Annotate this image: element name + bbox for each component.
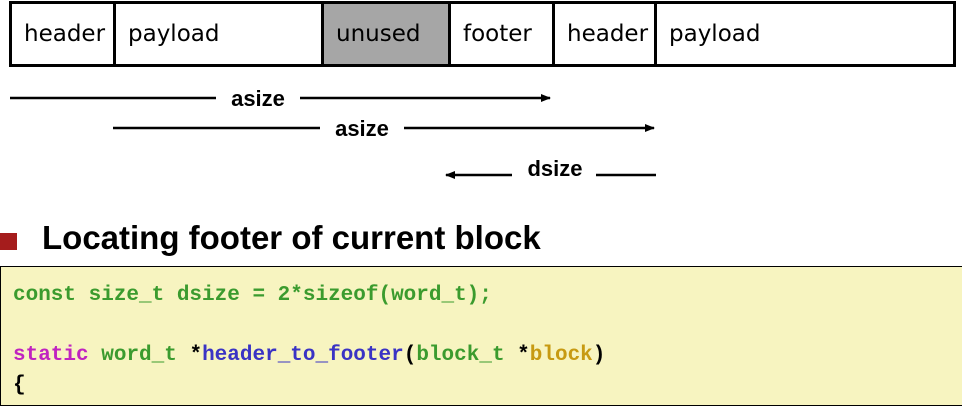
code-line-2 — [13, 311, 962, 341]
code-token: 2*sizeof(word_t); — [277, 284, 492, 307]
memory-block-diagram: header payload unused footer header payl… — [9, 1, 956, 67]
asize-arrow-1: asize — [10, 86, 551, 111]
code-line-3: static word_t *header_to_footer(block_t … — [13, 341, 962, 371]
code-line-1: const size_t dsize = 2*sizeof(word_t); — [13, 281, 962, 311]
bullet-square-icon — [0, 233, 17, 250]
dsize-arrow: dsize — [445, 156, 656, 181]
payload-cell: payload — [116, 4, 324, 64]
footer-cell: footer — [451, 4, 555, 64]
code-token: static — [13, 344, 89, 367]
code-block: const size_t dsize = 2*sizeof(word_t); s… — [0, 266, 962, 406]
asize-label-2: asize — [335, 116, 389, 141]
next-payload-cell: payload — [669, 21, 761, 47]
code-token: { — [13, 374, 26, 397]
unused-cell: unused — [324, 4, 451, 64]
code-token: block — [529, 344, 593, 367]
asize-arrow-2: asize — [113, 116, 655, 141]
code-token — [89, 344, 102, 367]
code-token: ( — [403, 344, 417, 367]
code-token: header_to_footer — [202, 344, 404, 367]
asize-label-1: asize — [231, 86, 285, 111]
code-token: * — [176, 344, 203, 367]
code-token: word_t — [101, 344, 177, 367]
section-heading: Locating footer of current block — [42, 219, 541, 256]
code-line-4: { — [13, 371, 962, 401]
dsize-label: dsize — [527, 156, 582, 181]
next-header-cell: header — [555, 4, 657, 64]
header-cell: header — [12, 4, 116, 64]
code-token: = — [239, 284, 278, 307]
code-token: * — [504, 344, 530, 367]
code-token: const size_t dsize — [13, 284, 240, 307]
code-token: ) — [592, 344, 606, 367]
size-arrows: asize asize dsize — [10, 86, 656, 181]
code-token: block_t — [416, 344, 505, 367]
